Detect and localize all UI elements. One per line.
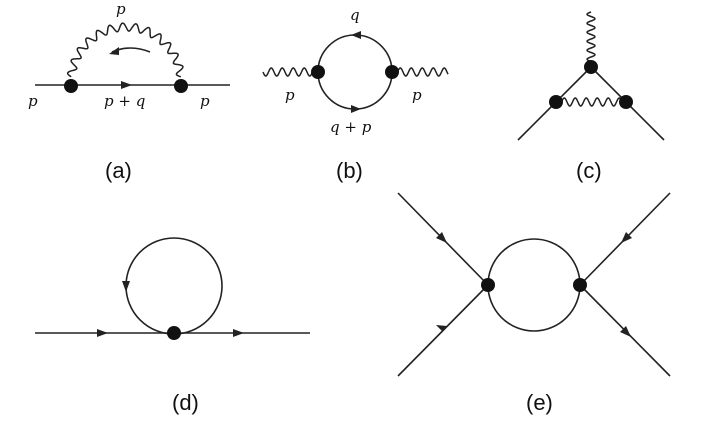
panel-c-vertex-left	[549, 95, 563, 109]
panel-c-external-photon	[586, 11, 596, 68]
panel-b-loop-arrow-bottom	[351, 105, 361, 113]
panel-b-vertex-right	[385, 65, 399, 79]
panel-a-momentum-arrowhead	[109, 47, 119, 55]
panel-e-arrow-top-right	[621, 232, 632, 243]
panel-e-line-bottom-left	[397, 284, 489, 377]
panel-b-photon-left	[262, 67, 319, 77]
panel-b-caption: (b)	[336, 158, 363, 183]
panel-d-loop-arrow	[122, 281, 130, 292]
panel-e: (e)	[397, 192, 671, 415]
panel-e-arrow-bottom-left	[436, 325, 447, 331]
panel-b-photon-right	[391, 67, 449, 77]
panel-a-photon-loop	[66, 22, 184, 78]
panel-a-label-right: p	[200, 92, 210, 110]
panel-b-label-left: p	[285, 86, 295, 104]
panel-b-label-right: p	[412, 86, 422, 104]
panel-e-vertex-left	[481, 278, 495, 292]
panel-c-internal-photon	[555, 97, 627, 107]
panel-a-label-left: p	[28, 92, 38, 110]
panel-d-arrow-left	[97, 329, 108, 337]
panel-d-arrow-right	[233, 329, 244, 337]
panel-b-loop-arrow-top	[351, 31, 361, 39]
panel-b-fermion-loop	[317, 34, 393, 110]
panel-a-vertex-left	[64, 79, 78, 93]
panel-d-loop	[125, 237, 223, 335]
panel-c-vertex-right	[619, 95, 633, 109]
panel-d-caption: (d)	[172, 390, 199, 415]
panel-c-caption: (c)	[576, 158, 602, 183]
panel-e-bubble	[487, 238, 581, 332]
panel-a-fermion-arrow	[121, 81, 132, 89]
panel-d: (d)	[35, 237, 310, 415]
panel-b: q p q + p p (b)	[262, 6, 449, 183]
panel-b-label-top: q	[350, 6, 360, 24]
panel-a-caption: (a)	[105, 158, 132, 183]
panel-b-label-bottom: q + p	[330, 118, 372, 136]
panel-b-vertex-left	[311, 65, 325, 79]
panel-d-vertex	[167, 326, 181, 340]
panel-e-arrow-bottom-right	[620, 326, 631, 337]
panel-c-vertex-top	[584, 60, 598, 74]
panel-c: (c)	[517, 11, 665, 183]
panel-e-vertex-right	[573, 278, 587, 292]
panel-a: p p p + q p (a)	[28, 0, 230, 183]
panel-e-arrow-top-left	[436, 232, 447, 243]
panel-a-label-bottom: p + q	[104, 92, 145, 110]
panel-e-caption: (e)	[526, 390, 553, 415]
panel-a-label-loop-top: p	[116, 0, 126, 18]
panel-a-vertex-right	[174, 79, 188, 93]
